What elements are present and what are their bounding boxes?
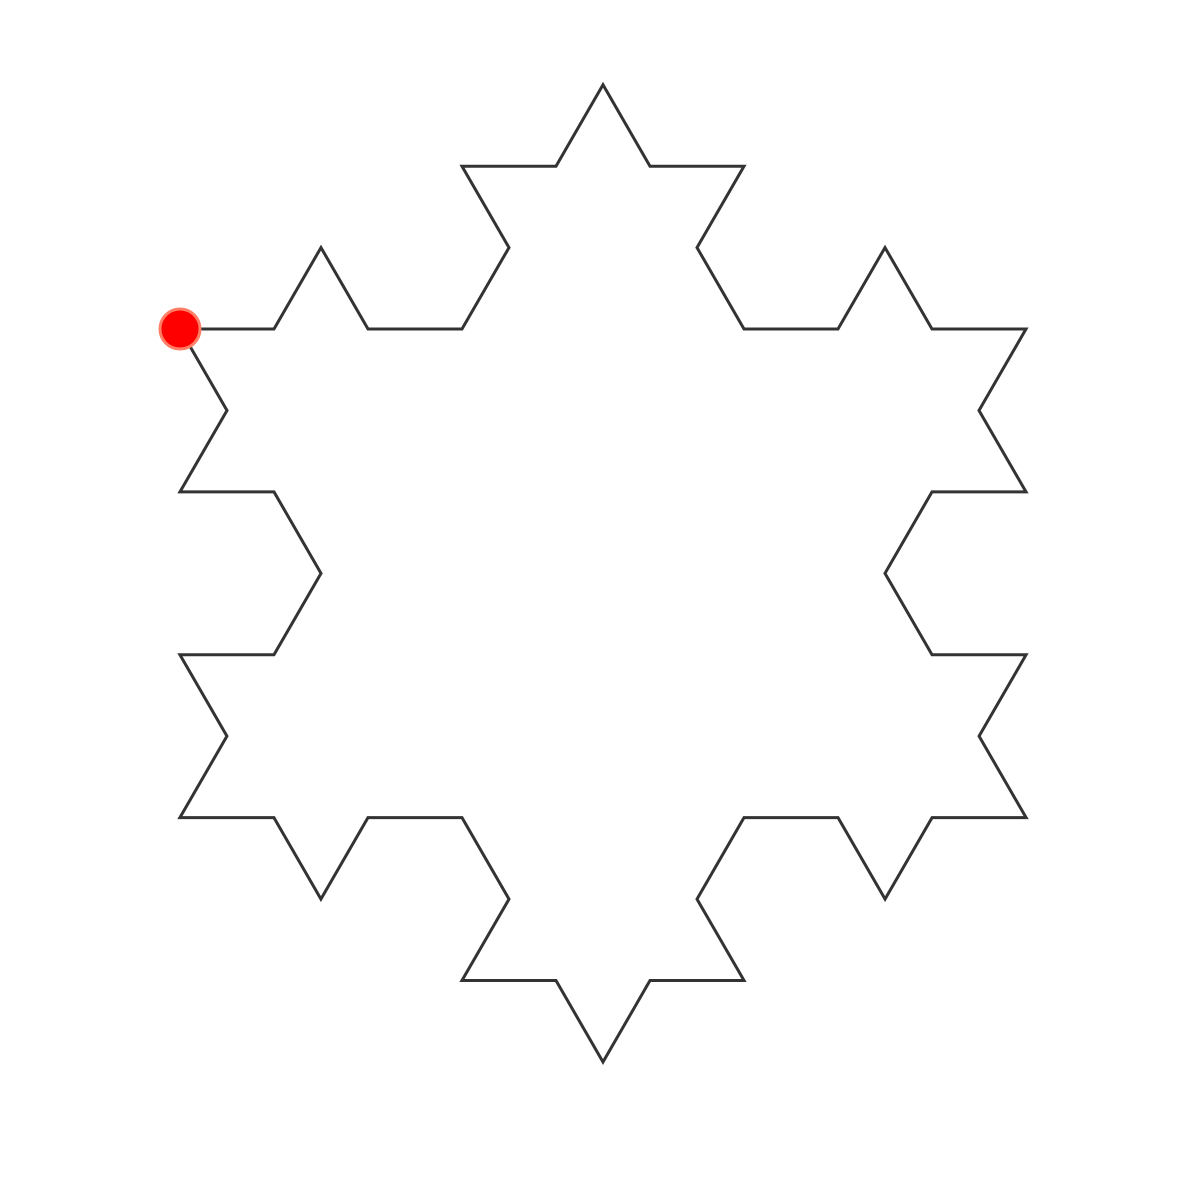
- koch-snowflake-outline: [177, 81, 1029, 1066]
- start-point-marker: [158, 307, 202, 351]
